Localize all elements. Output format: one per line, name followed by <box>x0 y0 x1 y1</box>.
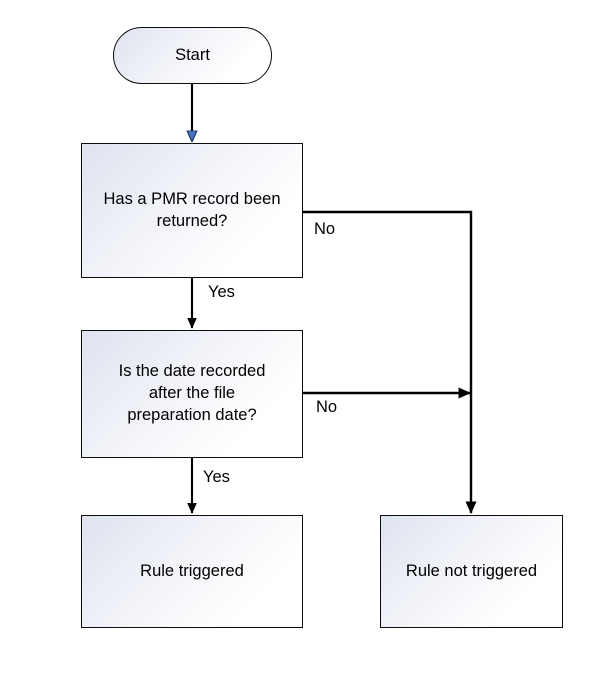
node-rule-not-triggered-label: Rule not triggered <box>405 561 538 580</box>
edge-label-pmr-no: No <box>314 220 336 238</box>
edge-label-date-yes: Yes <box>203 468 230 486</box>
node-rule-triggered-label: Rule triggered <box>140 561 244 580</box>
node-decision-pmr-label: Has a PMR record been returned? <box>103 189 281 230</box>
node-decision-date[interactable]: Is the date recorded after the file prep… <box>81 330 303 458</box>
node-decision-date-label: Is the date recorded after the file prep… <box>118 362 266 424</box>
node-decision-pmr[interactable]: Has a PMR record been returned? <box>81 143 303 278</box>
node-start-label: Start <box>175 45 210 64</box>
node-rule-triggered[interactable]: Rule triggered <box>81 515 303 628</box>
edge-label-pmr-yes: Yes <box>208 283 235 301</box>
edge-label-date-no: No <box>316 398 338 416</box>
node-start[interactable]: Start <box>113 27 272 84</box>
node-rule-not-triggered[interactable]: Rule not triggered <box>380 515 563 628</box>
edge-pmr-no <box>303 210 477 514</box>
